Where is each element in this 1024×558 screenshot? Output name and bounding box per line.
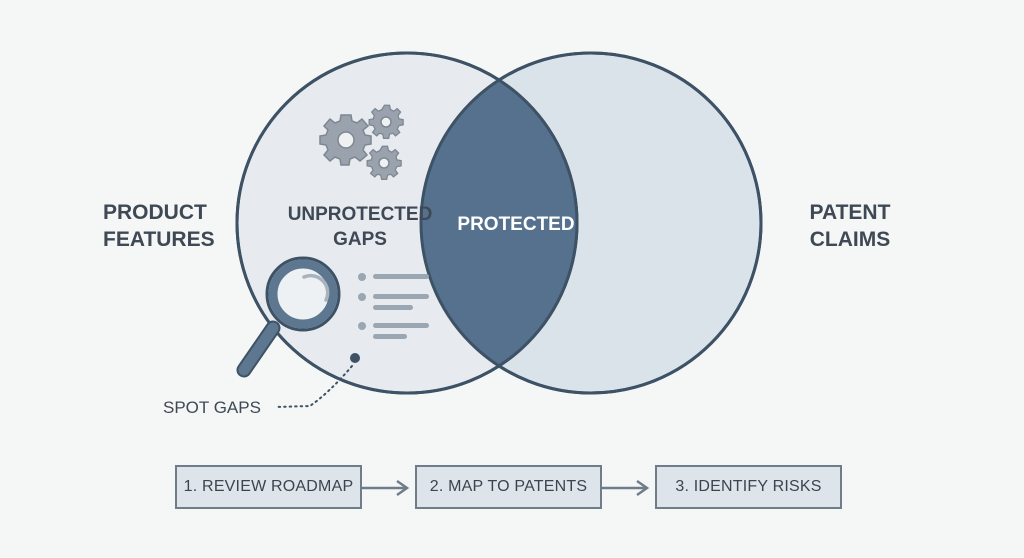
flow-arrows (362, 479, 650, 497)
list-icon (358, 273, 429, 339)
product-features-label: PRODUCT FEATURES (103, 201, 215, 251)
step-map-to-patents: 2. MAP TO PATENTS (415, 465, 602, 509)
protected-label: PROTECTED (457, 214, 575, 235)
spot-gaps-callout-line (274, 353, 360, 408)
step-identify-risks: 3. IDENTIFY RISKS (655, 465, 842, 509)
magnifier-icon (236, 256, 341, 378)
spot-gaps-label: SPOT GAPS (163, 398, 261, 417)
step-review-roadmap: 1. REVIEW ROADMAP (175, 465, 362, 509)
protected-intersection (421, 53, 577, 393)
gears-icon (319, 104, 404, 181)
unprotected-gaps-label: UNPROTECTED GAPS (287, 204, 433, 250)
patent-claims-label: PATENT CLAIMS (809, 201, 891, 251)
